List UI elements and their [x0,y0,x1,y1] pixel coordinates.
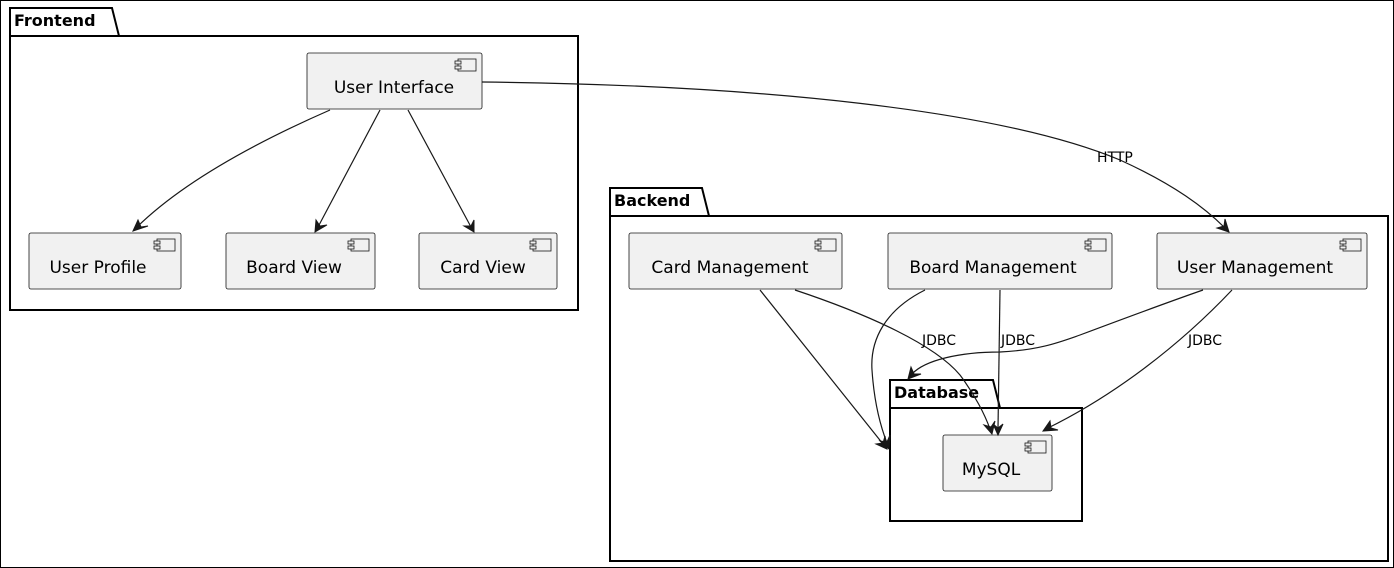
edge-user-management-to-mysql: JDBC [1041,289,1233,432]
component-icon [1084,238,1107,252]
edge-ui-to-card-view [407,109,475,233]
component-label-board-view: Board View [246,258,342,278]
component-label-user-management: User Management [1177,258,1333,278]
component-icon [347,238,370,252]
component-label-user-profile: User Profile [49,258,146,278]
component-label-board-management: Board Management [909,258,1077,278]
component-board-view[interactable]: Board View [225,232,376,290]
component-card-view[interactable]: Card View [418,232,558,290]
component-icon [529,238,552,252]
edge-ui-to-user-management: HTTP [481,81,1230,233]
package-title-backend: Backend [614,191,690,210]
edge-label-jdbc-user: JDBC [1187,333,1222,349]
component-icon [153,238,176,252]
package-title-database: Database [894,383,979,402]
edge-ui-to-board-view [314,109,381,233]
edge-ui-to-user-profile [132,109,331,232]
component-mysql[interactable]: MySQL [942,434,1053,492]
component-user-management[interactable]: User Management [1156,232,1368,290]
component-icon [454,58,477,72]
component-board-management[interactable]: Board Management [887,232,1113,290]
component-label-card-management: Card Management [651,258,808,278]
edge-label-jdbc-board: JDBC [1000,333,1035,349]
package-title-frontend: Frontend [14,11,96,30]
component-icon [1024,440,1047,454]
edge-board-management-to-database [871,289,926,451]
edge-user-management-to-database [907,289,1204,380]
component-label-card-view: Card View [440,258,526,278]
component-card-management[interactable]: Card Management [628,232,843,290]
component-user-profile[interactable]: User Profile [28,232,182,290]
component-label-mysql: MySQL [962,460,1021,480]
edge-label-jdbc-card: JDBC [921,333,956,349]
component-label-user-interface: User Interface [334,78,454,98]
edge-card-management-to-mysql: JDBC [794,289,996,436]
edge-board-management-to-mysql: JDBC [992,289,1035,437]
component-user-interface[interactable]: User Interface [306,52,483,110]
edge-label-http: HTTP [1097,150,1133,166]
component-icon [814,238,837,252]
component-icon [1339,238,1362,252]
